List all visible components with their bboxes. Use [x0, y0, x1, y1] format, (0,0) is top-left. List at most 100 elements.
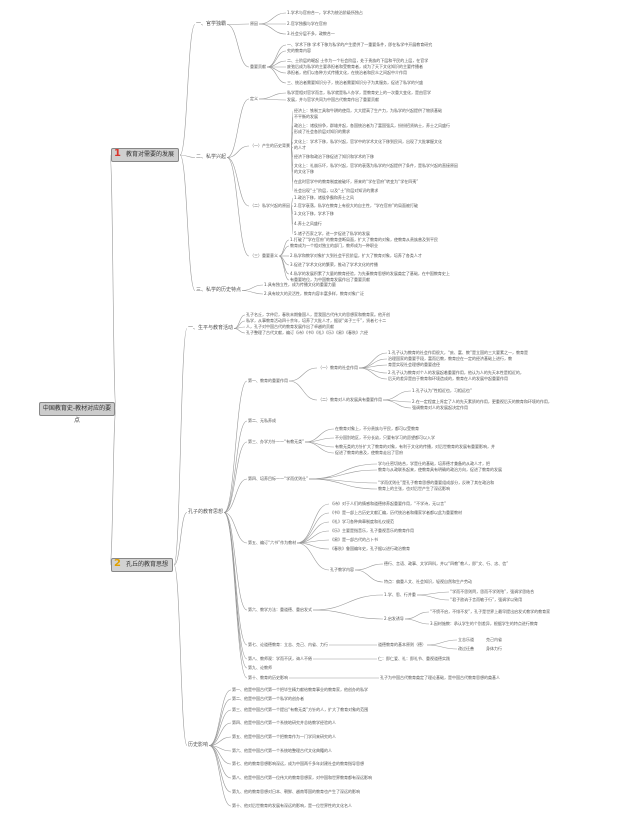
k2-d1[interactable]: 第一、教育的重要作用 [248, 378, 288, 383]
connector-k3-title-to-k3-item-9 [208, 745, 232, 793]
k2-d8[interactable]: 第八、教师观：学而不厌，诲人不倦 [248, 656, 312, 661]
sec2-cause-2: 2.官学衰落，私学在教育上有很大的自主性，“学在官府”的局面被打破 [294, 203, 418, 208]
k2-d1a-5: 后天的差异是由于教育和环境造成的，教育在人的发展中起重要作用 [388, 376, 508, 381]
sec2-cause-3: 3.文化下移，学术下移 [294, 211, 334, 216]
connector-sec1-contrib-label-to-sec1-contrib-1 [266, 44, 287, 68]
k2-d6-2: “学而不思则罔，思而不学则殆”，强调学思结合 [450, 589, 535, 594]
k2-d10[interactable]: 第十、教育的历史影响 [248, 675, 288, 680]
connector-sec2-title-to-sec2-sig-label [226, 157, 250, 257]
sec1-contrib-4: 废弛后成为私学的主要承担者和受教育者，成为了天下文化知识的主要传播者 [287, 64, 423, 69]
k2-d3-3: 有教无类的方针扩大了教育的对象，有利于文化的传播，对后世教育的发展有重要影响，并 [335, 444, 495, 449]
sec1-contrib-6: 三、统治者需要知识分子，统治者需要知识分子为其服务，促进了私学的兴盛 [287, 80, 423, 85]
connector-root-node-to-branch-node-2 [109, 408, 117, 566]
sec2-bg-8: 文化上：礼崩乐坏，私学兴起，官学的衰落为私学的兴起提供了条件，是私学兴起的直接原… [294, 163, 458, 168]
connector-k2-title-to-k2-d8 [223, 512, 248, 660]
k1-title[interactable]: 一、生平与教育活动 [188, 325, 234, 331]
connector-k2-d6-4-to-k2-d6-5 [404, 611, 430, 620]
root-node[interactable]: 中国教育史-教材对应的要点 [39, 402, 115, 424]
connector-sec2-cause-label-to-sec2-cause-5 [290, 205, 294, 235]
k2-d2[interactable]: 第二、无私养成 [248, 418, 276, 423]
sec2-bg-9: 的文化下移 [294, 169, 314, 174]
k2-d3-2: 不分国别地区，不分长幼，只要有学习的愿望都可以入学 [335, 435, 435, 440]
sec3-point-2: 2.具有较大的灵活性，教育内容丰富多样，教育对象广泛 [264, 291, 364, 296]
k2-d7a-2: 克己内省 [486, 637, 502, 642]
connector-k3-title-to-k3-item-2 [208, 698, 232, 746]
sec1-title[interactable]: 一、官学独霸 [196, 21, 227, 27]
connector-sec2-title-to-sec2-bg-label [226, 145, 250, 158]
sec2-bg-label[interactable]: （一）产生的历史背景 [250, 143, 290, 148]
sec1-contrib-label[interactable]: 重要贡献 [250, 64, 266, 69]
k2-d7a[interactable]: 道德教育的基本原则（德） [378, 642, 426, 647]
k1-bio-2: 私学，从事教育活动四十余年，培养了大批人才，据说“弟子三千”，贤者七十二 [246, 318, 387, 323]
connector-branch-node-1-to-sec3-title [179, 154, 196, 291]
k3-title[interactable]: 历史影响 [188, 742, 209, 748]
connector-k2-d4-to-k2-d4-4 [308, 478, 378, 490]
connector-k2-d1-to-k2-d1a [288, 367, 318, 382]
k3-item-2: 第二、他是中国古代第一个私学的创办者 [232, 696, 304, 701]
connector-k2-title-to-k2-d7 [223, 512, 248, 646]
connector-k2-d5b-to-k2-d5b-2 [354, 569, 384, 583]
k2-d6-1: 1.学、思、行并重 [384, 592, 416, 597]
sec2-bg-1: 经济上：铁制工具和牛耕的使用，大大提高了生产力，为私学的兴起提供了物质基础 [294, 108, 442, 113]
k3-item-8: 第八、他是中国古代第一位伟大的教育思想家，对中国和世界教育都有深远影响 [232, 775, 372, 780]
connector-root-node-to-branch-node-1 [109, 154, 117, 410]
connector-k2-d1a-to-k2-d1a-1 [358, 352, 388, 369]
sec2-sig-2: 教育成为一个相对独立的部门，教师成为一种职业 [290, 243, 378, 248]
k2-d7a-1: 立志乐道 [458, 637, 474, 642]
sec2-cause-4: 4.养士之风盛行 [294, 221, 322, 226]
k2-d9[interactable]: 第九、论教师 [248, 665, 272, 670]
connector-k2-d4-to-k2-d4-1 [308, 463, 378, 480]
k2-title[interactable]: 孔子的教育思想 [188, 509, 224, 515]
sec2-bg-6: 的人才 [294, 145, 306, 150]
sec3-title[interactable]: 三、私学的历史特点 [196, 287, 242, 293]
sec1-reason-3: 3.社会分层不多，政教合一 [287, 31, 335, 36]
k2-d6-3: “君子欲讷于言而敏于行”，强调学以致用 [450, 597, 523, 602]
connector-k2-d5-to-k2-d5-2 [296, 512, 330, 544]
sec1-reason-label[interactable]: 原因 [250, 21, 258, 26]
connector-k2-d6-1-to-k2-d6-2 [416, 591, 450, 596]
k1-bio-4: 孔子整理了古代文献，编订《诗》《书》《礼》《乐》《易》《春秋》六经 [246, 330, 368, 335]
k2-d3[interactable]: 第三、办学方针——“有教无类” [248, 439, 305, 444]
k2-d4[interactable]: 第四、培养目标——“学而优则仕” [248, 476, 309, 481]
k2-d5b-2: 特点：偏重人文、社会知识，轻视自然和生产劳动 [384, 579, 472, 584]
k2-d4-1: 学与仕密切结合，学是仕的基础，培养德才兼备的从政人才，把 [378, 461, 490, 466]
sec2-bg-10: 在此时官学中的教育制度被破坏，原来的“学在官府”转变为“学在四夷” [294, 179, 419, 184]
branch-node-2[interactable]: 2 孔丘的教育思想 [111, 558, 174, 572]
k1-bio-1: 孔子名丘，字仲尼，春秋末期鲁国人，是我国古代伟大的思想家和教育家。他开创 [246, 312, 390, 317]
connector-sec3-title-to-sec3-point-2 [241, 290, 264, 295]
connector-k2-title-to-k2-d4 [223, 478, 248, 513]
connector-sec2-def-label-to-sec2-def-2 [258, 98, 287, 101]
k3-item-6: 第六、他是中国古代第一个系统地整理古代文化典籍的人 [232, 748, 332, 753]
k2-d6[interactable]: 第六、教学方法：重道德、重启发式 [248, 607, 312, 612]
connector-k2-d6-1-to-k2-d6-3 [416, 594, 450, 601]
k2-d5[interactable]: 第五、编订“六书”作为教材 [248, 540, 297, 545]
k2-d5-2: 《书》是一部上古历史文献汇编，历代统治者和儒家学者都以此为重要教材 [330, 510, 462, 515]
k2-d1a[interactable]: （一）教育的社会作用 [318, 365, 358, 370]
connector-k3-title-to-k3-item-10 [208, 745, 232, 807]
sec2-sig-label[interactable]: （三）重要意义 [250, 253, 278, 258]
branch-label-2: 孔丘的教育思想 [126, 561, 169, 568]
k2-d1b[interactable]: （二）教育对人的发展具有重要作用 [318, 397, 382, 402]
k2-d1a-1: 1.孔子认为教育的社会作用很大，“庶、富、教”是立国的三大要素之一，教育是 [388, 350, 528, 355]
connector-k2-d4-to-k2-d4-2 [308, 469, 378, 480]
sec2-cause-label[interactable]: （二）私学兴起的原因 [250, 203, 290, 208]
connector-sec1-contrib-label-to-sec1-contrib-5 [266, 66, 287, 74]
connector-k2-d6-4-to-k2-d6-6 [404, 618, 430, 625]
sec2-def-label[interactable]: 定义 [250, 96, 258, 101]
connector-branch-node-2-to-k2-title [173, 512, 188, 566]
branch-node-1[interactable]: 1 教育对需要的发展 [111, 148, 180, 162]
k2-d1b-3: 强调教育对人的发展起决定作用 [412, 405, 468, 410]
k2-d5b[interactable]: 孔子教学内容 [330, 567, 354, 572]
k2-d7[interactable]: 第七、论道德教育：立志、克己、内省、力行 [248, 642, 328, 647]
connector-k2-d6-to-k2-d6-1 [312, 594, 384, 611]
connector-sec2-cause-label-to-sec2-cause-1 [290, 197, 294, 207]
k3-item-9: 第九、他的教育思想对日本、朝鲜、越南等国的教育也产生了深远的影响 [232, 789, 360, 794]
connector-k1-title-to-k1-bio-1 [233, 314, 246, 329]
sec2-sig-1: 1.打破了“学在官府”的教育垄断局面，扩大了教育的对象，使教育从贵族普及到平民 [290, 237, 438, 242]
connector-sec1-contrib-label-to-sec1-contrib-6 [266, 66, 287, 84]
sec2-sig-6: 有重要地位，为中国教育发展作出了重要贡献 [290, 277, 370, 282]
connector-k2-d1a-to-k2-d1a-5 [358, 367, 388, 380]
sec2-title[interactable]: 二、私学兴起 [196, 154, 227, 160]
